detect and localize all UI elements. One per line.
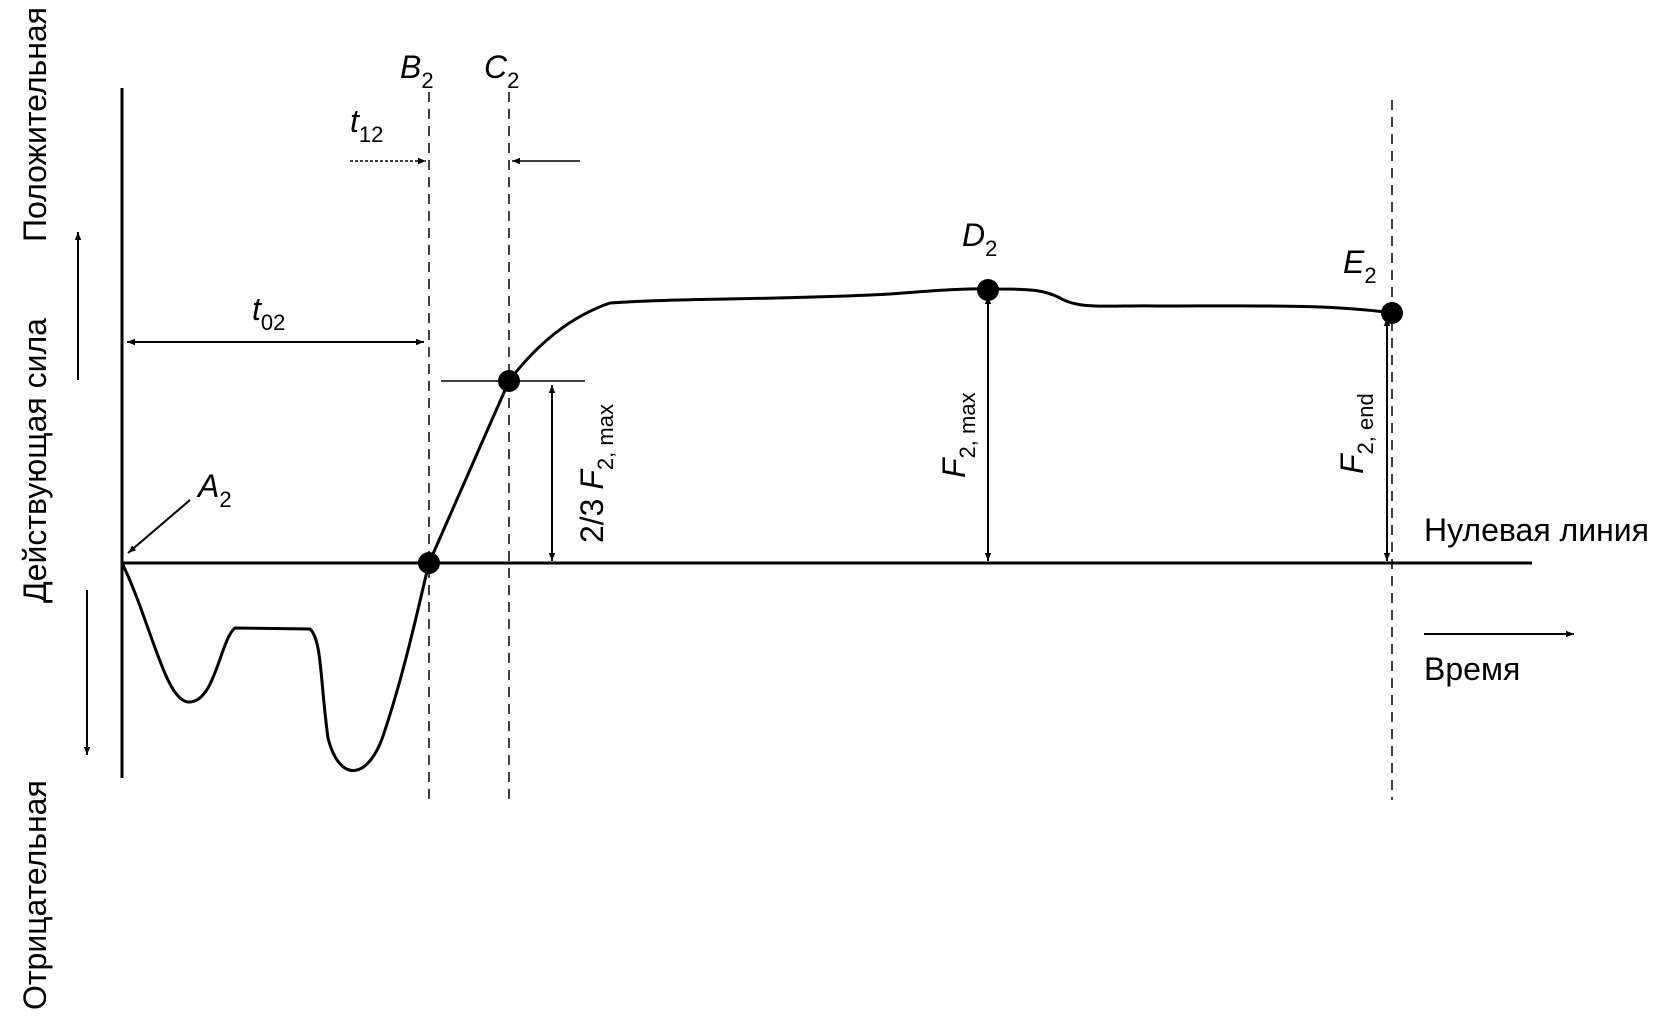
label-negative: Отрицательная <box>17 780 53 1010</box>
point-d2 <box>977 279 999 301</box>
point-e2 <box>1381 302 1403 324</box>
label-d2: D2 <box>962 217 997 261</box>
label-c2: C2 <box>484 49 519 93</box>
label-positive: Положительная <box>17 7 53 242</box>
force-curve <box>120 287 1393 772</box>
a2-pointer-arrow <box>127 499 191 554</box>
label-t02: t02 <box>252 291 285 335</box>
point-c2 <box>498 370 520 392</box>
label-time: Время <box>1424 651 1520 687</box>
label-force: Действующая сила <box>17 318 53 603</box>
label-e2: E2 <box>1343 244 1377 288</box>
point-b2 <box>418 552 440 574</box>
label-a2: A2 <box>196 468 232 512</box>
label-t12: t12 <box>350 103 383 147</box>
label-b2: B2 <box>400 49 434 93</box>
label-zero-line: Нулевая линия <box>1424 512 1649 548</box>
label-fmax: F2, max <box>936 392 980 478</box>
label-fend: F2, end <box>1334 393 1378 474</box>
label-two-thirds-fmax: 2/3 F2, max <box>574 404 618 543</box>
